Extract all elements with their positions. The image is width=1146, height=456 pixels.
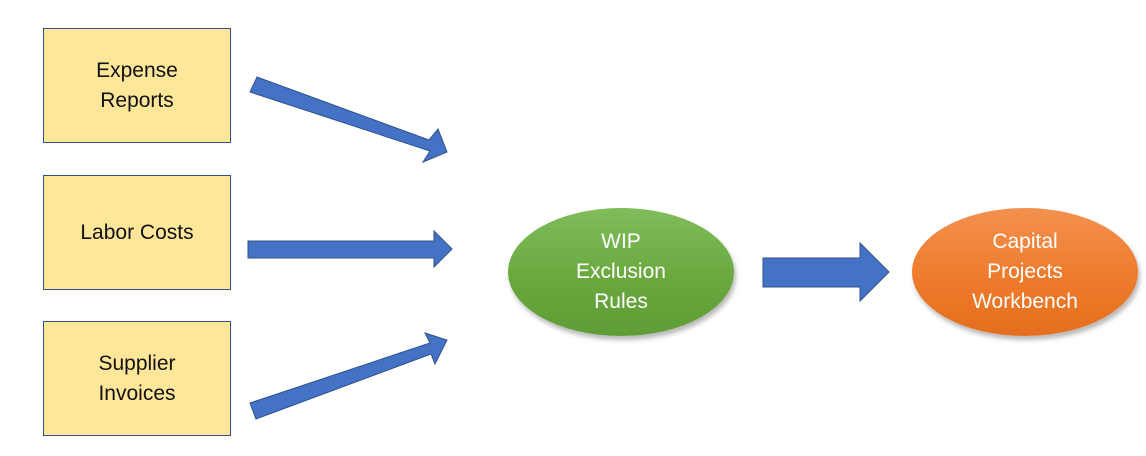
source-label-expense-reports: Expense Reports	[96, 58, 178, 112]
process-label: WIP Exclusion Rules	[576, 230, 666, 313]
source-label-supplier-invoices: Supplier Invoices	[98, 351, 176, 405]
arrow-expense-to-wip	[249, 76, 448, 164]
destination-label: Capital Projects Workbench	[972, 230, 1078, 313]
arrow-supplier-to-wip	[249, 332, 448, 420]
source-box-supplier-invoices: Supplier Invoices	[43, 321, 231, 436]
source-box-expense-reports: Expense Reports	[43, 28, 231, 143]
arrow-labor-to-wip	[247, 229, 453, 269]
arrow-wip-to-workbench	[762, 241, 890, 303]
source-label-labor-costs: Labor Costs	[80, 220, 194, 244]
process-wip-exclusion-rules: WIP Exclusion Rules	[508, 208, 734, 336]
destination-capital-projects-workbench: Capital Projects Workbench	[912, 208, 1138, 336]
source-box-labor-costs: Labor Costs	[43, 175, 231, 290]
